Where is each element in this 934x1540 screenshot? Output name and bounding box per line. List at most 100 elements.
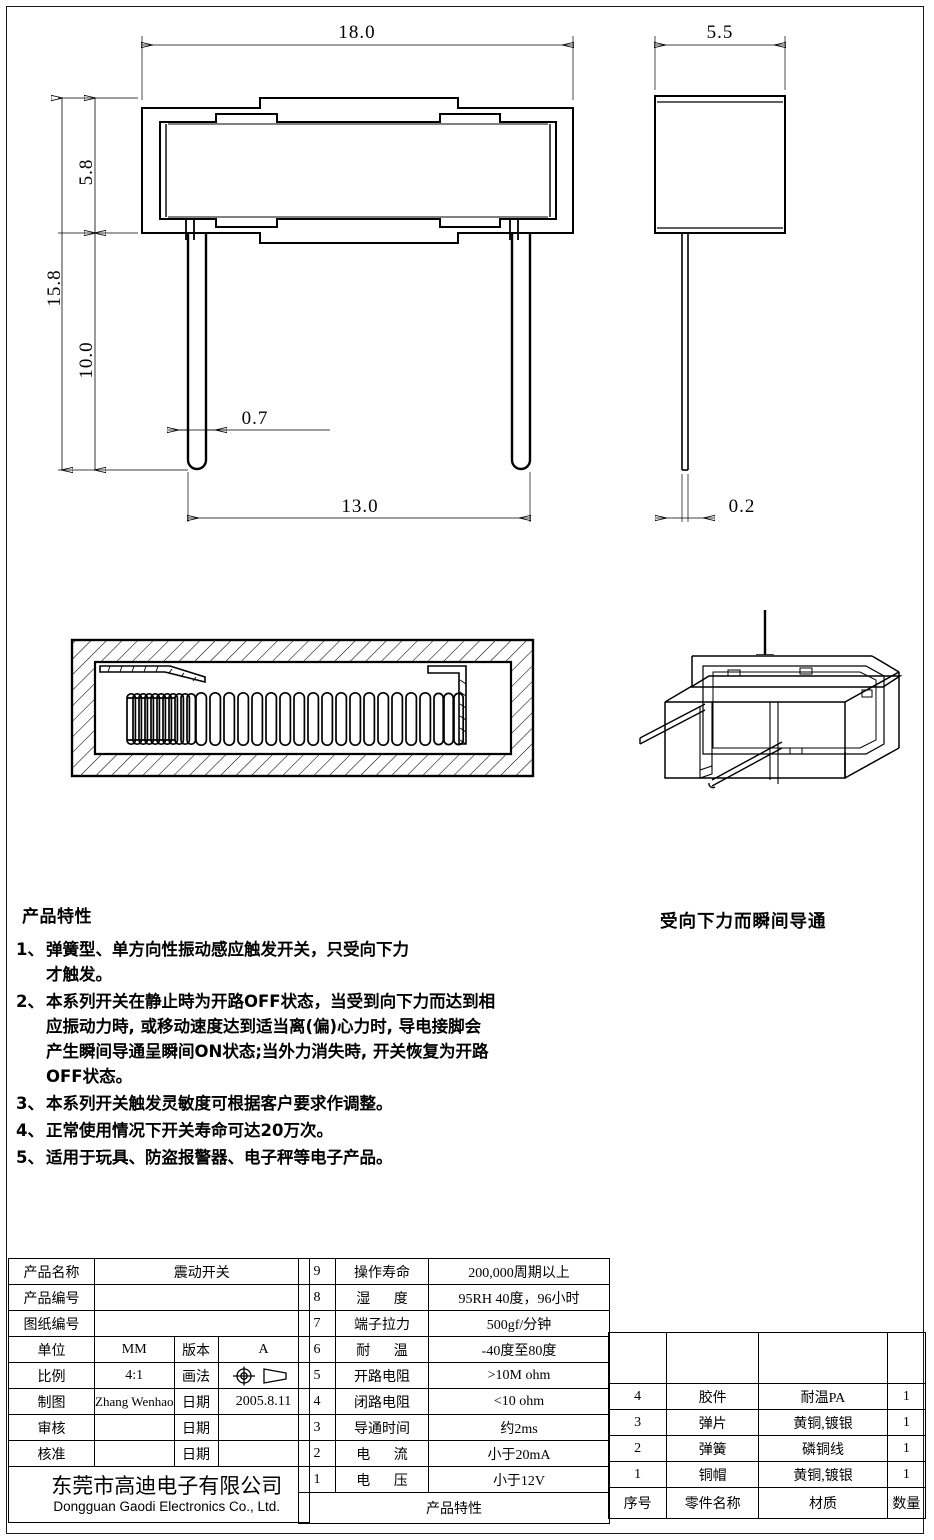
approve-date-label: 日期 <box>173 1440 219 1467</box>
part-material: 黄铜,镀银 <box>758 1461 888 1488</box>
spec-item: 电 流 <box>335 1440 429 1467</box>
company-block: 东莞市高迪电子有限公司 Dongguan Gaodi Electronics C… <box>8 1466 310 1523</box>
product-name-label: 产品名称 <box>8 1258 95 1285</box>
spec-value: -40度至80度 <box>428 1336 610 1363</box>
spec-value: 200,000周期以上 <box>428 1258 610 1285</box>
table-row: 制图 Zhang Wenhao 日期 2005.8.11 <box>8 1388 310 1415</box>
side-view-geometry <box>654 95 786 471</box>
drawn-date-value: 2005.8.11 <box>217 1388 310 1415</box>
table-row: 4 胶件 耐温PA 1 <box>607 1383 927 1410</box>
part-name: 弹片 <box>666 1409 760 1436</box>
table-row: 产品特性 <box>298 1492 610 1524</box>
list-item: 3、 本系列开关触发灵敏度可根据客户要求作调整。 <box>16 1091 636 1116</box>
spec-item: 操作寿命 <box>335 1258 429 1285</box>
drawn-label: 制图 <box>8 1388 95 1415</box>
feature-text: 正常使用情况下开关寿命可达20万次。 <box>46 1121 333 1140</box>
title-block: 产品名称 震动开关 产品编号 图纸编号 单位 MM 版本 A 比例 4:1 画法 <box>8 1258 927 1524</box>
isometric-view-caption: 受向下力而瞬间导通 <box>660 912 827 932</box>
isometric-view-geometry <box>639 610 903 789</box>
part-qty: 1 <box>886 1383 927 1410</box>
cross-section-view <box>70 638 535 778</box>
spec-no: 1 <box>298 1466 336 1493</box>
feature-text: 本系列开关触发灵敏度可根据客户要求作调整。 <box>46 1094 393 1113</box>
table-row: 核准 日期 <box>8 1440 310 1467</box>
table-row: 序号 零件名称 材质 数量 <box>607 1487 927 1519</box>
check-date-label: 日期 <box>173 1414 219 1441</box>
table-row: 3 弹片 黄铜,镀银 1 <box>607 1409 927 1436</box>
feature-line: OFF状态。 <box>46 1067 133 1086</box>
table-row: 东莞市高迪电子有限公司 Dongguan Gaodi Electronics C… <box>8 1466 310 1523</box>
table-row: 产品名称 震动开关 <box>8 1258 310 1285</box>
table-row: 产品编号 <box>8 1284 310 1311</box>
product-code-value <box>94 1284 310 1311</box>
feature-number: 5、 <box>16 1148 44 1167</box>
features-title: 产品特性 <box>22 907 92 927</box>
parts-header-qty: 数量 <box>886 1487 927 1519</box>
version-value: A <box>217 1336 310 1363</box>
spec-no: 2 <box>298 1440 336 1467</box>
check-value <box>94 1414 175 1441</box>
scale-value: 4:1 <box>94 1362 175 1389</box>
table-row: 7 端子拉力 500gf/分钟 <box>298 1310 610 1337</box>
spec-value: 小于20mA <box>428 1440 610 1467</box>
table-row: 审核 日期 <box>8 1414 310 1441</box>
table-row: 比例 4:1 画法 <box>8 1362 310 1389</box>
side-view-extension-lines <box>654 36 786 522</box>
front-view-pins <box>186 233 532 471</box>
part-no: 3 <box>607 1409 668 1436</box>
part-name: 胶件 <box>666 1383 760 1410</box>
spec-item: 开路电阻 <box>335 1362 429 1389</box>
features-list: 1、 弹簧型、单方向性振动感应触发开关，只受向下力 才触发。 2、 本系列开关在… <box>16 937 636 1170</box>
side-view-dimension-lines <box>655 45 785 518</box>
method-value-cell <box>217 1362 310 1389</box>
list-item: 1、 弹簧型、单方向性振动感应触发开关，只受向下力 才触发。 <box>16 937 636 987</box>
specifications-table: 9 操作寿命 200,000周期以上 8 湿 度 95RH 40度，96小时 7… <box>298 1258 610 1524</box>
part-qty: 1 <box>886 1409 927 1436</box>
company-name-cn: 东莞市高迪电子有限公司 <box>51 1473 283 1498</box>
spec-value: 500gf/分钟 <box>428 1310 610 1337</box>
feature-line: 才触发。 <box>46 965 112 984</box>
approve-value <box>94 1440 175 1467</box>
spec-item: 导通时间 <box>335 1414 429 1441</box>
parts-header-no: 序号 <box>607 1487 668 1519</box>
part-qty: 1 <box>886 1435 927 1462</box>
approve-label: 核准 <box>8 1440 95 1467</box>
dim-depth-5-5: 5.5 <box>707 22 734 43</box>
spec-value: <10 ohm <box>428 1388 610 1415</box>
feature-text: 本系列开关在静止時为开路OFF状态，当受到向下力而达到相 应振动力時, 或移动速… <box>46 989 495 1089</box>
check-date-value <box>217 1414 310 1441</box>
parts-list-table: 4 胶件 耐温PA 1 3 弹片 黄铜,镀银 1 2 弹簧 磷铜线 1 1 铜帽… <box>607 1332 927 1519</box>
check-label: 审核 <box>8 1414 95 1441</box>
unit-value: MM <box>94 1336 175 1363</box>
spec-no: 3 <box>298 1414 336 1441</box>
table-row: 6 耐 温 -40度至80度 <box>298 1336 610 1363</box>
feature-number: 4、 <box>16 1121 44 1140</box>
feature-number: 1、 <box>16 940 44 959</box>
table-row: 9 操作寿命 200,000周期以上 <box>298 1258 610 1285</box>
spec-item: 耐 温 <box>335 1336 429 1363</box>
table-row: 4 闭路电阻 <10 ohm <box>298 1388 610 1415</box>
dim-body-height-5-8: 5.8 <box>76 159 97 186</box>
spec-value: 小于12V <box>428 1466 610 1493</box>
spec-no: 7 <box>298 1310 336 1337</box>
table-row: 2 弹簧 磷铜线 1 <box>607 1435 927 1462</box>
scale-label: 比例 <box>8 1362 95 1389</box>
drawing-no-label: 图纸编号 <box>8 1310 95 1337</box>
dim-pin-thickness-0-2: 0.2 <box>729 496 756 517</box>
feature-number: 3、 <box>16 1094 44 1113</box>
parts-header-material: 材质 <box>758 1487 888 1519</box>
dim-width-18: 18.0 <box>338 22 375 43</box>
table-row <box>607 1332 927 1384</box>
third-angle-projection-icon <box>232 1366 287 1385</box>
parts-blank <box>886 1332 927 1384</box>
table-row: 3 导通时间 约2ms <box>298 1414 610 1441</box>
part-qty: 1 <box>886 1461 927 1488</box>
product-features-block: 产品特性 1、 弹簧型、单方向性振动感应触发开关，只受向下力 才触发。 2、 本… <box>16 902 636 1172</box>
front-view-dimension-lines <box>62 45 573 518</box>
spec-no: 6 <box>298 1336 336 1363</box>
parts-blank <box>607 1332 668 1384</box>
table-row: 单位 MM 版本 A <box>8 1336 310 1363</box>
feature-line: 本系列开关在静止時为开路OFF状态，当受到向下力而达到相 <box>46 992 496 1011</box>
specs-footer-label: 产品特性 <box>298 1492 610 1524</box>
